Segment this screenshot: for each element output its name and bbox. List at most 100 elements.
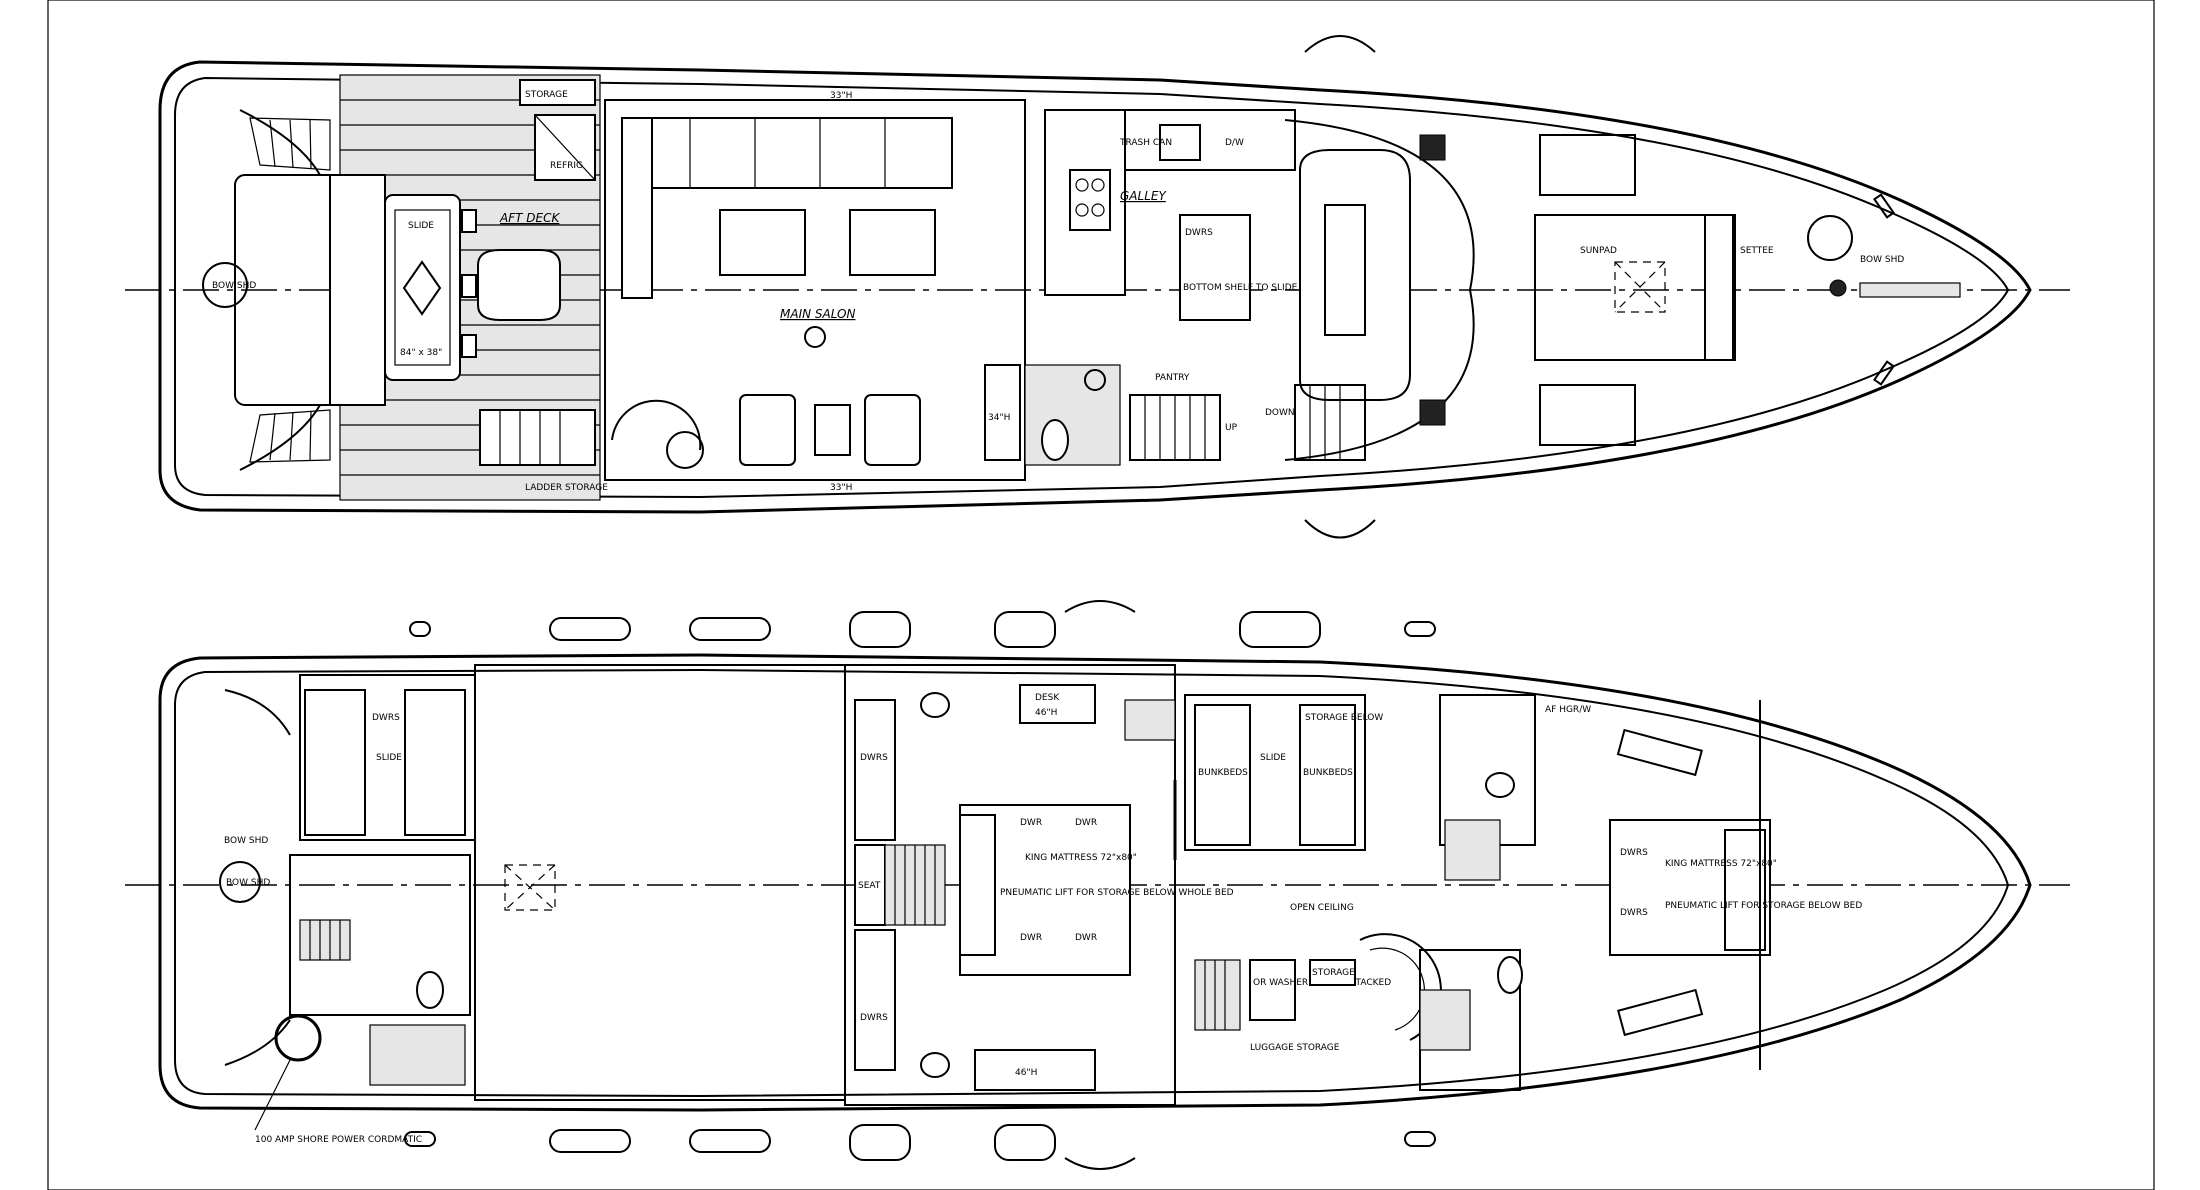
closet-dwrs-top: DWRS: [860, 753, 888, 763]
washer-dryer: [1249, 959, 1296, 1021]
helm-window-bottom: [1419, 399, 1446, 426]
vanity-height-label: 46"H: [1015, 1068, 1037, 1078]
bulkhead-curve: [1284, 119, 1475, 461]
seat-label: SEAT: [858, 881, 881, 891]
fwd-toilet-bottom: [1497, 956, 1523, 994]
closet-dwrs-bottom: DWRS: [860, 1013, 888, 1023]
table-diamond: [402, 260, 442, 316]
lower-deck-plan: BOW SHD BOW SHD 100 AMP SHORE POWER CORD…: [125, 600, 2070, 1170]
ottoman-2: [849, 209, 936, 276]
lower-bow-shd-label-2: BOW SHD: [224, 836, 268, 846]
fwd-bed-head: [1724, 829, 1766, 951]
laundry-grate: [1194, 959, 1241, 1031]
lounge-chair-1: [739, 394, 796, 466]
open-ceiling-label: OPEN CEILING: [1290, 903, 1354, 913]
lower-bow-shd-label: BOW SHD: [226, 878, 270, 888]
foredeck-hatch-bottom: [1539, 384, 1636, 446]
cooktop: [1069, 169, 1111, 231]
bow-shd-label-aft: BOW SHD: [212, 281, 256, 291]
porthole-10: [849, 1124, 911, 1161]
fridge-height-label: 34"H: [988, 413, 1010, 423]
vanity-bottom: [974, 1049, 1096, 1091]
galley-dwrs-label: DWRS: [1185, 228, 1213, 238]
engine-room: [474, 664, 846, 1101]
closet-top: [854, 699, 896, 841]
day-head-toilet: [1041, 419, 1069, 461]
mid-toilet-bottom: [920, 1052, 950, 1078]
day-head-sink: [1084, 369, 1106, 391]
main-salon-label: MAIN SALON: [780, 307, 855, 321]
ladder-stairs: [479, 409, 596, 466]
porthole-8: [549, 1129, 631, 1153]
shore-power-cordmatic: [274, 1014, 322, 1062]
bow-hatch: [1807, 215, 1853, 261]
luggage-storage-label: LUGGAGE STORAGE: [1250, 1043, 1340, 1053]
aft-deck-settee: [329, 174, 386, 406]
cleat-bow-1: [1873, 193, 1895, 219]
aft-stairs-stbd: [249, 409, 331, 463]
hanging-label: AF HGR/W: [1545, 705, 1591, 715]
lower-bow-hatch: [219, 861, 261, 903]
sofa-return: [621, 117, 653, 299]
stair-stbd-aft: [239, 404, 321, 471]
dw-label: D/W: [1225, 138, 1244, 148]
bunk-left: [1194, 704, 1251, 846]
sunpad: [1534, 214, 1736, 361]
desk-height-label: 46"H: [1035, 708, 1057, 718]
fwd-dwrs-2: DWRS: [1620, 908, 1648, 918]
dining-chair-3: [461, 334, 477, 358]
aft-storage-box: [519, 79, 596, 106]
table-slide-label: SLIDE: [408, 221, 434, 231]
upper-fender-top: [1304, 35, 1376, 53]
crew-bunk-2: [404, 689, 466, 836]
fwd-king-mattress: KING MATTRESS 72"x80": [1665, 859, 1777, 869]
crew-shower-grate: [299, 919, 351, 961]
crew-bunk-1: [304, 689, 366, 836]
storage-top-label: STORAGE: [525, 90, 568, 100]
table-inlay: [394, 209, 451, 366]
stair-port-aft: [239, 109, 321, 176]
bunk-top-label: BUNKBEDS: [1198, 768, 1248, 778]
master-dwr-2: DWR: [1075, 818, 1097, 828]
master-dwr-3: DWR: [1020, 933, 1042, 943]
ottoman-1: [719, 209, 806, 276]
galley-sink-counter: [1124, 109, 1296, 171]
galley-sink: [1159, 124, 1201, 161]
table-size-label: 84" x 38": [400, 348, 442, 358]
fwd-closet-bottom: [1617, 988, 1704, 1037]
dining-chair-1: [461, 209, 477, 233]
master-bed-headboard: [959, 814, 996, 956]
lower-fender-top: [1064, 600, 1136, 613]
dining-chair-2: [461, 274, 477, 298]
sunpad-label: SUNPAD: [1580, 246, 1617, 256]
fwd-closet-top: [1616, 728, 1703, 777]
anchor-roller: [1829, 279, 1847, 297]
bunk-bottom-label: BUNKBEDS: [1303, 768, 1353, 778]
upper-deck-plan: BOW SHD SLIDE 84" x 38": [125, 35, 2070, 539]
fwd-dwrs-1: DWRS: [1620, 848, 1648, 858]
porthole-2: [689, 617, 771, 641]
porthole-13: [1404, 1131, 1436, 1147]
pantry-fridge: [984, 364, 1021, 461]
shore-power-label: 100 AMP SHORE POWER CORDMATIC: [255, 1135, 422, 1145]
salon-width-top: 33"H: [830, 91, 852, 101]
porthole-9: [689, 1129, 771, 1153]
helm-seat: [1324, 204, 1366, 336]
salon-width-bottom: 33"H: [830, 483, 852, 493]
aft-deck-label: AFT DECK: [499, 211, 560, 225]
master-dwr-4: DWR: [1075, 933, 1097, 943]
refrig-label: REFRIG: [550, 161, 583, 171]
helm-chair: [477, 249, 561, 321]
bunk-closet: [1124, 699, 1176, 741]
bottom-shelf-label: BOTTOM SHELF TO SLIDE OUT: [1183, 283, 1320, 293]
desk-top: [1019, 684, 1096, 724]
anchor-windlass: [1859, 282, 1961, 298]
dining-table: [384, 194, 461, 381]
settee: [1704, 214, 1734, 361]
trash-can-label: TRASH CAN: [1119, 138, 1172, 148]
galley-island: [1179, 214, 1251, 321]
midship-cabin: [844, 664, 1176, 1106]
desk-label: DESK: [1035, 693, 1060, 703]
crew-slide-label: SLIDE: [376, 753, 402, 763]
